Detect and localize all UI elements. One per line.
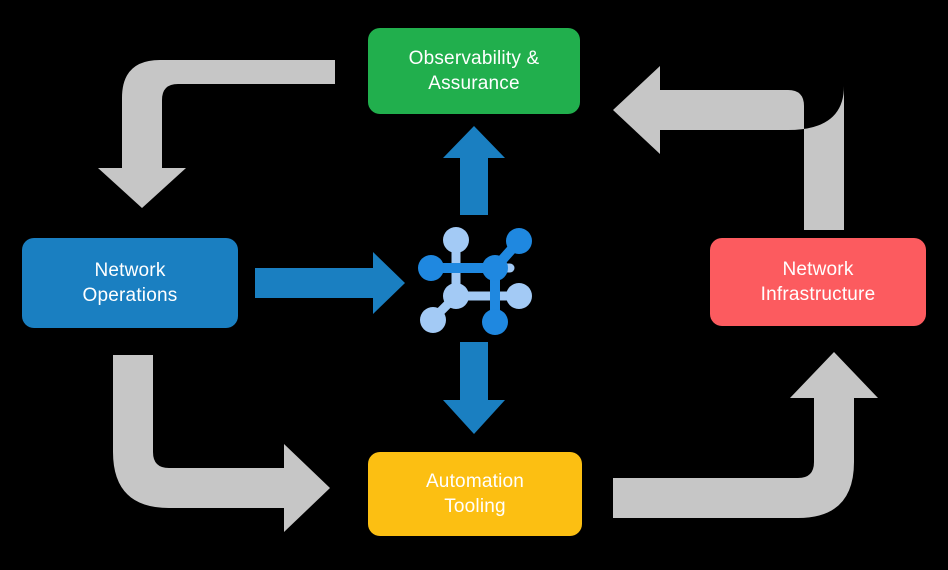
mesh-nodes-primary	[418, 228, 532, 335]
box-observability-assurance[interactable]: Observability & Assurance	[368, 28, 580, 114]
arrow-center-to-observability	[443, 126, 505, 215]
mesh-nodes-secondary	[420, 227, 532, 333]
arrow-infrastructure-to-observability	[613, 66, 844, 230]
arrow-operations-to-automation	[113, 355, 330, 532]
box-automation-tooling[interactable]: Automation Tooling	[368, 452, 582, 536]
box-automation-line2: Tooling	[444, 496, 506, 517]
box-network-infrastructure[interactable]: Network Infrastructure	[710, 238, 926, 326]
arrow-automation-to-infrastructure	[613, 352, 878, 518]
box-observability-line1: Observability &	[408, 47, 540, 69]
box-infrastructure-line2: Infrastructure	[760, 284, 876, 305]
arrow-center-to-automation	[443, 342, 505, 434]
arrow-operations-to-center	[255, 252, 405, 314]
box-automation-line1: Automation	[425, 470, 525, 492]
arrow-observability-to-operations	[98, 60, 335, 208]
box-operations-line2: Operations	[82, 285, 178, 306]
box-infrastructure-line1: Network	[782, 258, 854, 280]
box-network-operations[interactable]: Network Operations	[22, 238, 238, 328]
box-operations-line1: Network	[94, 259, 166, 281]
box-observability-line2: Assurance	[428, 73, 520, 94]
